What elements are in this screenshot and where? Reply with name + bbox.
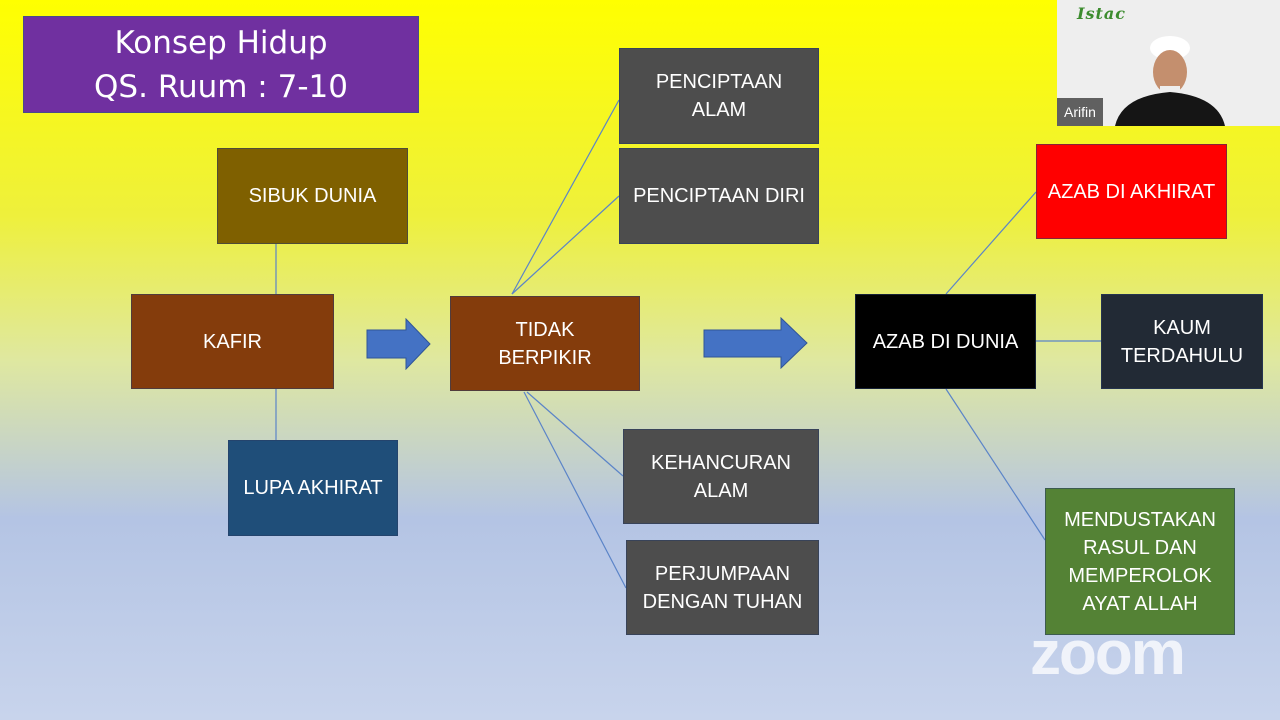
right-arrow-icon bbox=[366, 318, 431, 370]
connector-azab-dunia-akhirat bbox=[945, 191, 1037, 295]
connector-tidak-perjumpaan bbox=[523, 391, 627, 589]
title-line-2: QS. Ruum : 7-10 bbox=[94, 68, 348, 105]
node-tidak-berpikir: TIDAK BERPIKIR bbox=[450, 296, 640, 391]
node-penciptaan-diri: PENCIPTAAN DIRI bbox=[619, 148, 819, 244]
node-kafir: KAFIR bbox=[131, 294, 334, 389]
node-mendustakan-rasul: MENDUSTAKAN RASUL DAN MEMPEROLOK AYAT AL… bbox=[1045, 488, 1235, 635]
connector-azab-dunia-mendustakan bbox=[945, 388, 1046, 541]
node-lupa-akhirat: LUPA AKHIRAT bbox=[228, 440, 398, 536]
istac-logo: Istac bbox=[1077, 4, 1126, 23]
node-perjumpaan-dengan-tuhan: PERJUMPAAN DENGAN TUHAN bbox=[626, 540, 819, 635]
slide-title: Konsep Hidup QS. Ruum : 7-10 bbox=[23, 16, 419, 113]
node-kehancuran-alam: KEHANCURAN ALAM bbox=[623, 429, 819, 524]
node-kaum-terdahulu: KAUM TERDAHULU bbox=[1101, 294, 1263, 389]
node-sibuk-dunia: SIBUK DUNIA bbox=[217, 148, 408, 244]
zoom-watermark: zoom bbox=[1030, 619, 1186, 688]
connector-tidak-penciptaan-alam bbox=[511, 99, 620, 295]
node-azab-di-dunia: AZAB DI DUNIA bbox=[855, 294, 1036, 389]
node-penciptaan-alam: PENCIPTAAN ALAM bbox=[619, 48, 819, 144]
right-arrow-icon bbox=[703, 317, 808, 369]
title-line-1: Konsep Hidup bbox=[114, 24, 328, 61]
connector-tidak-penciptaan-diri bbox=[511, 195, 620, 295]
participant-name-label: Arifin bbox=[1057, 98, 1103, 126]
webcam-thumbnail[interactable]: Istac Arifin bbox=[1057, 0, 1280, 126]
node-azab-di-akhirat: AZAB DI AKHIRAT bbox=[1036, 144, 1227, 239]
speaker-video-icon bbox=[1115, 36, 1225, 126]
connector-tidak-kehancuran bbox=[526, 391, 624, 477]
